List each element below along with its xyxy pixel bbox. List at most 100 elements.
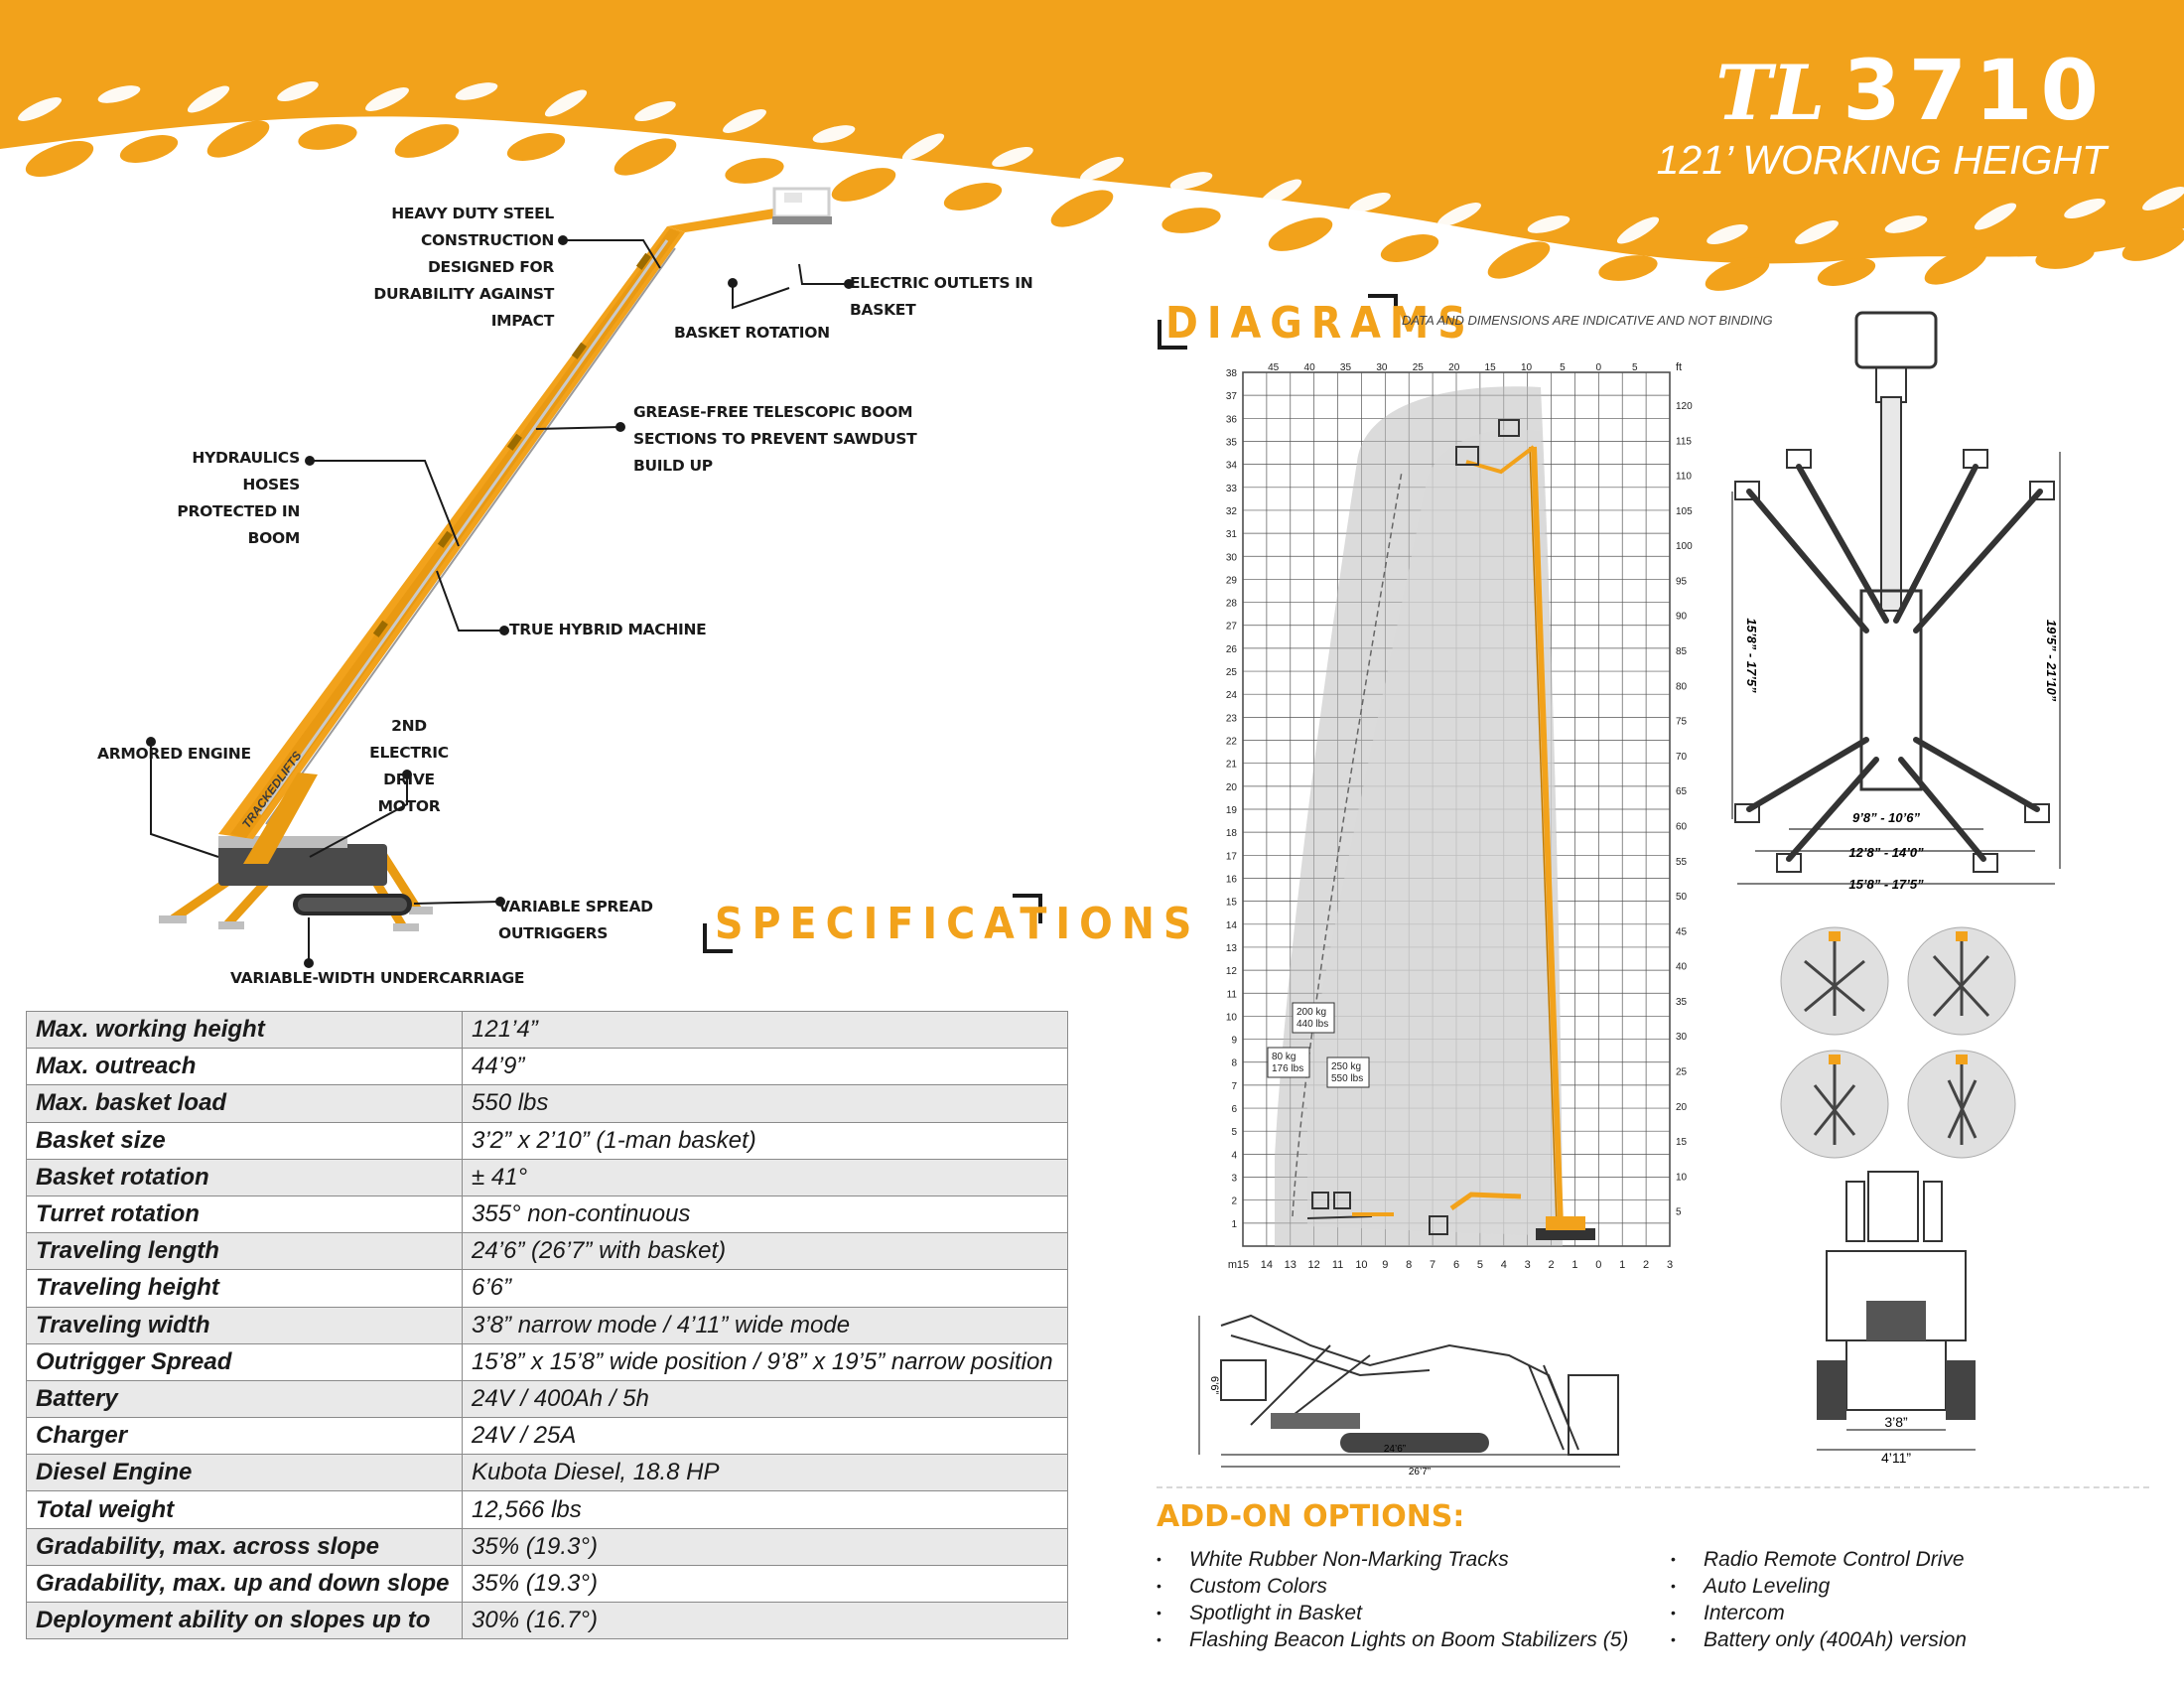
y-tick-ft: 85 <box>1676 646 1688 657</box>
dim-h2: 12’8” - 14’0” <box>1848 845 1924 860</box>
callout-line: 2ND ELECTRIC <box>369 717 449 762</box>
spec-row: Basket rotation± 41° <box>26 1158 1068 1196</box>
diagrams-bracket-left <box>1158 320 1187 350</box>
y-tick-ft: 100 <box>1676 541 1693 552</box>
spec-value: 550 lbs <box>462 1084 1068 1123</box>
spec-label: Battery <box>26 1379 463 1419</box>
diagrams-disclaimer: DATA AND DIMENSIONS ARE INDICATIVE AND N… <box>1402 313 1773 328</box>
spec-label: Basket size <box>26 1121 463 1160</box>
machine-illustration: TRACKEDLIFTS <box>146 187 854 968</box>
callout-line: VARIABLE SPREAD <box>498 898 653 915</box>
specifications-title: SPECIFICATIONS <box>715 899 1201 949</box>
x-tick-m: 2 <box>1548 1259 1554 1271</box>
x-tick-ft: 5 <box>1632 362 1638 373</box>
y-tick-ft: 30 <box>1676 1032 1688 1043</box>
x-tick-m: 5 <box>1477 1259 1483 1271</box>
y-tick-m: 1 <box>1231 1219 1237 1230</box>
load-zone-label: 80 kg <box>1272 1052 1296 1062</box>
y-tick-m: 19 <box>1226 805 1238 816</box>
y-tick-m: 27 <box>1226 622 1238 633</box>
callout-electric-outlets: ELECTRIC OUTLETS IN BASKET <box>850 270 1033 324</box>
callout-true-hybrid: TRUE HYBRID MACHINE <box>509 621 707 638</box>
y-tick-ft: 15 <box>1676 1137 1688 1148</box>
addon-item: Custom Colors <box>1157 1573 1628 1600</box>
x-tick-m: 3 <box>1667 1259 1673 1271</box>
y-tick-ft: 90 <box>1676 612 1688 623</box>
spec-label: Outrigger Spread <box>26 1342 463 1381</box>
load-zone-box <box>1267 1047 1310 1078</box>
load-zone-box <box>1326 1056 1370 1088</box>
y-tick-m: 24 <box>1226 690 1238 701</box>
addons-title: ADD-ON OPTIONS: <box>1157 1499 1465 1534</box>
dim-front-narrow: 3’8” <box>1884 1414 1908 1430</box>
spec-label: Max. working height <box>26 1010 463 1050</box>
y-tick-ft: 80 <box>1676 681 1688 692</box>
callout-hydraulic-hoses: HYDRAULICS HOSES PROTECTED IN BOOM <box>159 445 300 552</box>
y-tick-ft: 25 <box>1676 1067 1688 1078</box>
x-tick-m: 7 <box>1430 1259 1435 1271</box>
x-tick-ft: 10 <box>1521 362 1533 373</box>
y-tick-m: 6 <box>1231 1104 1237 1115</box>
addon-item: Radio Remote Control Drive <box>1671 1546 1967 1573</box>
spec-label: Deployment ability on slopes up to <box>26 1601 463 1640</box>
specifications-bracket-left <box>703 923 733 953</box>
y-tick-m: 23 <box>1226 713 1238 724</box>
load-zone-label: 440 lbs <box>1297 1019 1328 1030</box>
diagrams-bracket-right <box>1368 294 1398 324</box>
y-tick-m: 11 <box>1227 989 1238 1000</box>
y-tick-m: 8 <box>1231 1058 1237 1069</box>
dim-vertical-right: 19’5” - 21’10” <box>2044 620 2059 702</box>
y-tick-m: 12 <box>1226 966 1238 977</box>
addon-item: Battery only (400Ah) version <box>1671 1626 1967 1653</box>
spec-value: 3’8” narrow mode / 4’11” wide mode <box>462 1306 1068 1344</box>
spec-label: Traveling height <box>26 1269 463 1308</box>
callout-basket-rotation: BASKET ROTATION <box>674 324 830 342</box>
spec-label: Gradability, max. up and down slope <box>26 1564 463 1604</box>
spec-value: 355° non-continuous <box>462 1195 1068 1234</box>
y-tick-m: 15 <box>1226 898 1238 909</box>
x-tick-ft: 40 <box>1304 362 1316 373</box>
working-height-subtitle: 121’ WORKING HEIGHT <box>1656 137 2107 183</box>
spec-value: 3’2” x 2’10” (1-man basket) <box>462 1121 1068 1160</box>
y-tick-m: 7 <box>1231 1081 1237 1092</box>
addons-divider <box>1157 1486 2149 1488</box>
spec-label: Max. outreach <box>26 1048 463 1086</box>
addon-item: Intercom <box>1671 1600 1967 1626</box>
y-tick-m: 20 <box>1226 782 1238 793</box>
callout-drive-motor: 2ND ELECTRIC DRIVE MOTOR <box>359 713 459 820</box>
callout-armored-engine: ARMORED ENGINE <box>97 745 251 763</box>
y-tick-m: 3 <box>1231 1174 1237 1185</box>
callout-line: CONSTRUCTION DESIGNED FOR <box>420 231 554 276</box>
callout-line: HYDRAULICS HOSES <box>192 449 300 493</box>
y-tick-ft: 40 <box>1676 962 1688 973</box>
spec-value: 35% (19.3°) <box>462 1527 1068 1566</box>
callout-grease-free-boom: GREASE-FREE TELESCOPIC BOOM SECTIONS TO … <box>633 399 917 480</box>
spec-label: Total weight <box>26 1490 463 1529</box>
spec-value: 6’6” <box>462 1269 1068 1308</box>
callout-line: GREASE-FREE TELESCOPIC BOOM <box>633 403 913 421</box>
addons-list-2: Radio Remote Control Drive Auto Leveling… <box>1671 1546 1967 1653</box>
x-tick-ft: 35 <box>1340 362 1352 373</box>
spec-value: 35% (19.3°) <box>462 1564 1068 1604</box>
dim-vertical-left: 15’8” - 17’5” <box>1744 618 1759 693</box>
x-tick-m: 4 <box>1501 1259 1507 1271</box>
y-tick-ft: 110 <box>1676 472 1692 483</box>
x-tick-ft: 15 <box>1485 362 1497 373</box>
addon-item: Flashing Beacon Lights on Boom Stabilize… <box>1157 1626 1628 1653</box>
x-tick-ft: 30 <box>1376 362 1388 373</box>
side-view-diagram: 6’6” 24’6” 26’7” <box>1198 1314 1620 1477</box>
unit-ft: ft <box>1676 361 1682 373</box>
y-tick-m: 13 <box>1226 943 1238 954</box>
addon-item: White Rubber Non-Marking Tracks <box>1157 1546 1628 1573</box>
x-tick-ft: 5 <box>1560 362 1566 373</box>
